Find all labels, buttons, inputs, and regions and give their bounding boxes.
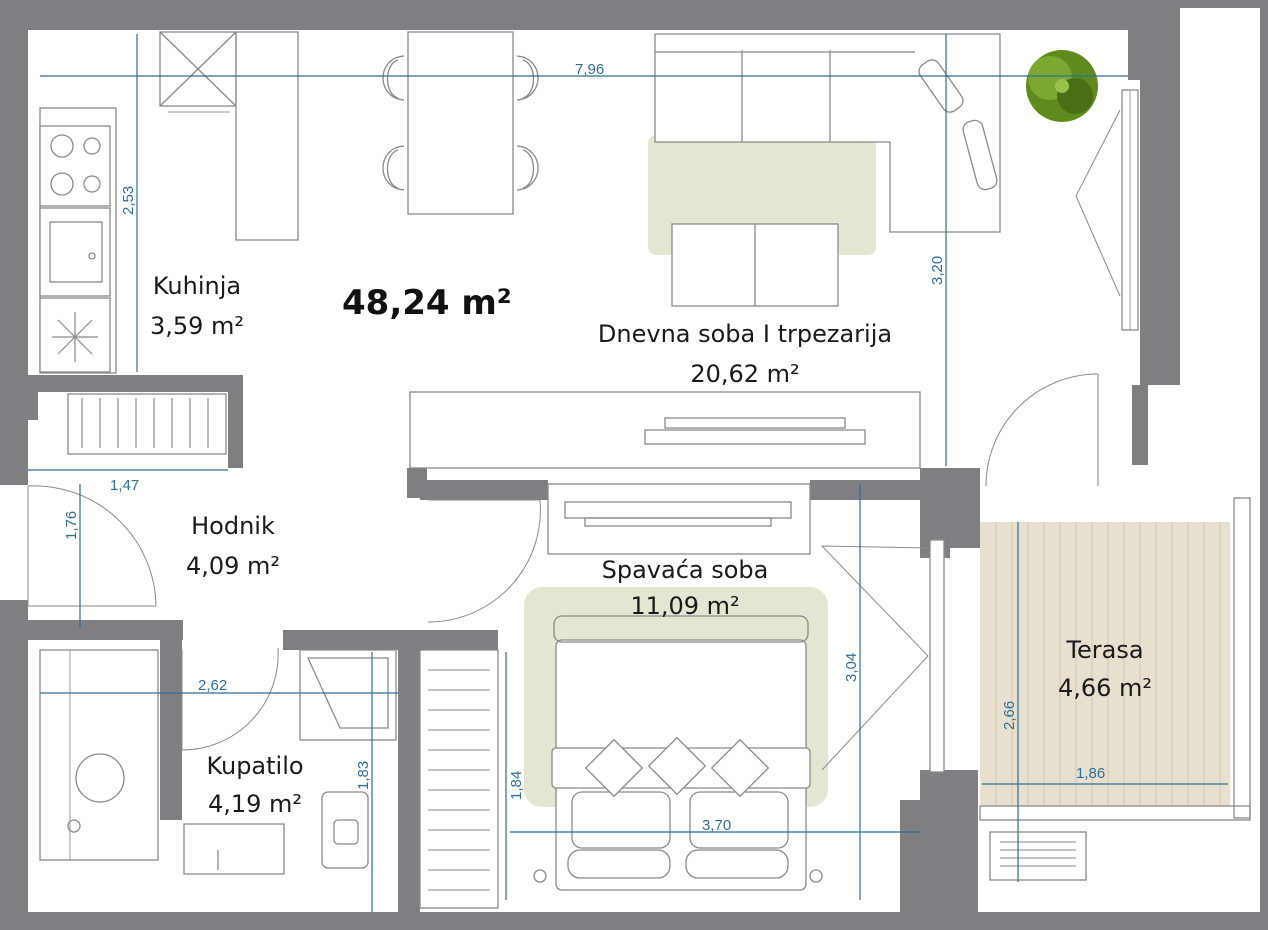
dim-label-terrace-depth: 2,66: [1001, 701, 1018, 730]
terrace-railing: [979, 497, 1251, 821]
toilet: [321, 791, 369, 869]
room-area-living: 20,62 m²: [690, 360, 799, 388]
corner-sofa: [654, 33, 1001, 233]
terrace-deck-stripes: [995, 522, 1221, 806]
dim-label-bedroom-width: 3,70: [702, 817, 731, 834]
dim-label-kitchen-depth: 2,53: [120, 186, 137, 215]
plant-icon: [1026, 50, 1098, 122]
entrance-door: [27, 485, 157, 607]
room-name-bathroom: Kupatilo: [206, 752, 303, 780]
bathroom-door: [181, 647, 279, 751]
shoe-cabinet: [67, 393, 227, 455]
room-name-bedroom: Spavaća soba: [602, 556, 769, 584]
bathtub: [39, 649, 159, 861]
room-area-hallway: 4,09 m²: [186, 552, 280, 580]
snowflake-icon: [52, 312, 98, 362]
bedroom-window: [820, 539, 945, 773]
room-area-kitchen: 3,59 m²: [150, 312, 244, 340]
double-bed: [533, 615, 823, 891]
dim-label-living-depth: 3,20: [929, 256, 946, 285]
kitchen-upper-cabinet: [159, 31, 237, 113]
kitchen-island: [235, 31, 299, 241]
dim-label-terrace-width: 1,86: [1076, 765, 1105, 782]
ac-unit: [989, 831, 1087, 881]
dim-label-wardrobe-depth: 1,84: [508, 771, 525, 800]
washbasin: [183, 823, 285, 875]
tv-unit-living: [409, 391, 921, 469]
dim-label-living-width: 7,96: [575, 61, 604, 78]
shower: [299, 649, 397, 741]
dim-label-hall-depth: 1,76: [63, 511, 80, 540]
kitchen-counter: [39, 107, 117, 374]
terrace-door: [985, 373, 1099, 487]
dining-table: [382, 31, 539, 215]
dim-label-bath-width: 2,62: [198, 677, 227, 694]
living-window: [1075, 89, 1139, 331]
room-name-kitchen: Kuhinja: [153, 272, 241, 300]
room-area-bedroom: 11,09 m²: [630, 592, 739, 620]
dim-label-bedroom-depth: 3,04: [843, 653, 860, 682]
dim-label-hall-width: 1,47: [110, 477, 139, 494]
room-area-bathroom: 4,19 m²: [208, 790, 302, 818]
room-area-terrace: 4,66 m²: [1058, 674, 1152, 702]
dimension-lines: [28, 34, 1228, 912]
coffee-table: [671, 223, 839, 307]
dim-label-bath-depth: 1,83: [355, 761, 372, 790]
tv-unit-bedroom: [547, 483, 811, 555]
bedroom-door: [427, 499, 541, 623]
wardrobe: [419, 649, 499, 909]
room-name-living: Dnevna soba I trpezarija: [598, 320, 892, 348]
total-area-label: 48,24 m²: [342, 283, 512, 323]
room-name-terrace: Terasa: [1065, 636, 1143, 664]
room-name-hallway: Hodnik: [191, 512, 275, 540]
